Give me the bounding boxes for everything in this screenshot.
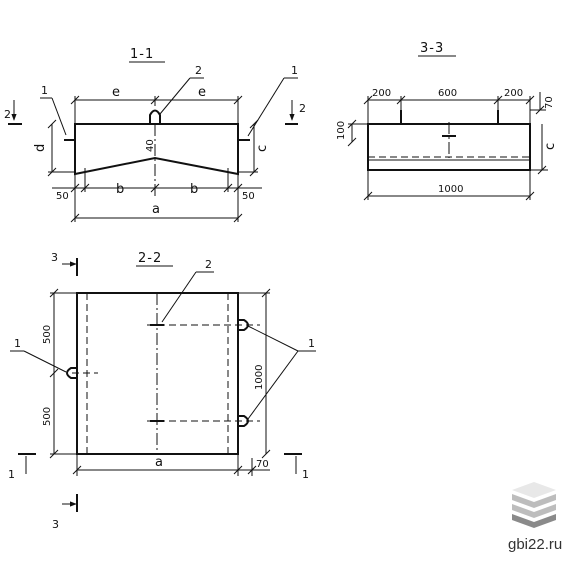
dim-label-500-bottom: 500 (42, 407, 53, 426)
logo-layer-mid (512, 504, 556, 518)
leader-2 (161, 271, 197, 323)
callout-1-left: 1 (41, 84, 48, 97)
section-mark-label-2-right: 2 (299, 102, 306, 115)
dim-label-40: 40 (145, 139, 156, 152)
dim-label-70-2-2: 70 (256, 459, 269, 470)
dim-label-1000-2-2: 1000 (254, 365, 265, 390)
dim-label-50-left: 50 (56, 191, 69, 202)
dim-label-a-2-2: a (155, 455, 163, 470)
dim-label-e-left: e (112, 85, 120, 100)
dim-label-1000-3-3: 1000 (438, 184, 463, 195)
dim-label-a-1-1: a (152, 202, 160, 217)
dim-label-500-top: 500 (42, 325, 53, 344)
section-title-3-3: 3-3 (420, 41, 444, 56)
dim-label-50-right: 50 (242, 191, 255, 202)
dim-label-100: 100 (336, 121, 347, 140)
callout-1-2-2-left: 1 (14, 337, 21, 350)
callout-1-2-2-right: 1 (308, 337, 315, 350)
logo-layer-top (512, 482, 556, 498)
dim-label-b-right: b (190, 182, 198, 197)
logo-layer-mid (512, 494, 556, 508)
dim-label-200-right: 200 (504, 88, 523, 99)
lifting-loop-icon (66, 367, 77, 379)
section-mark-label-3-bottom: 3 (52, 518, 59, 531)
dim-label-200-left: 200 (372, 88, 391, 99)
section-mark-label-3-top: 3 (51, 251, 58, 264)
section-1-1: 1-1 e e 2 1 1 2 (4, 47, 306, 223)
dim-label-c-3-3: c (543, 143, 558, 150)
dim-label-70-3-3: 70 (544, 96, 555, 109)
dim-label-c-1-1: c (255, 145, 270, 152)
section-3-3: 3-3 200 600 200 70 100 (336, 41, 558, 201)
site-logo-icon (512, 482, 556, 528)
lifting-loop-icon (238, 415, 249, 427)
site-watermark-text: gbi22.ru (508, 536, 563, 553)
logo-layer-bottom (512, 514, 556, 528)
dim-label-b-left: b (116, 182, 124, 197)
section-title-2-2: 2-2 (138, 251, 162, 266)
callout-1-right: 1 (291, 64, 298, 77)
callout-2-1-1: 2 (195, 64, 202, 77)
section-mark-label-1-left: 1 (8, 468, 15, 481)
section-2-2: 2-2 2 1 1 500 500 (8, 251, 316, 531)
section-mark-label-1-right: 1 (302, 468, 309, 481)
callout-2-2-2: 2 (205, 258, 212, 271)
lifting-loop-icon (238, 319, 249, 331)
lifting-loop-icon (149, 109, 161, 124)
section-mark-label-2-left: 2 (4, 108, 11, 121)
dim-label-d: d (33, 144, 48, 152)
section-title-1-1: 1-1 (130, 47, 154, 62)
dim-label-600: 600 (438, 88, 457, 99)
leader-2 (159, 77, 191, 115)
block-outline-1-1 (74, 123, 239, 176)
dim-label-e-right: e (198, 85, 206, 100)
